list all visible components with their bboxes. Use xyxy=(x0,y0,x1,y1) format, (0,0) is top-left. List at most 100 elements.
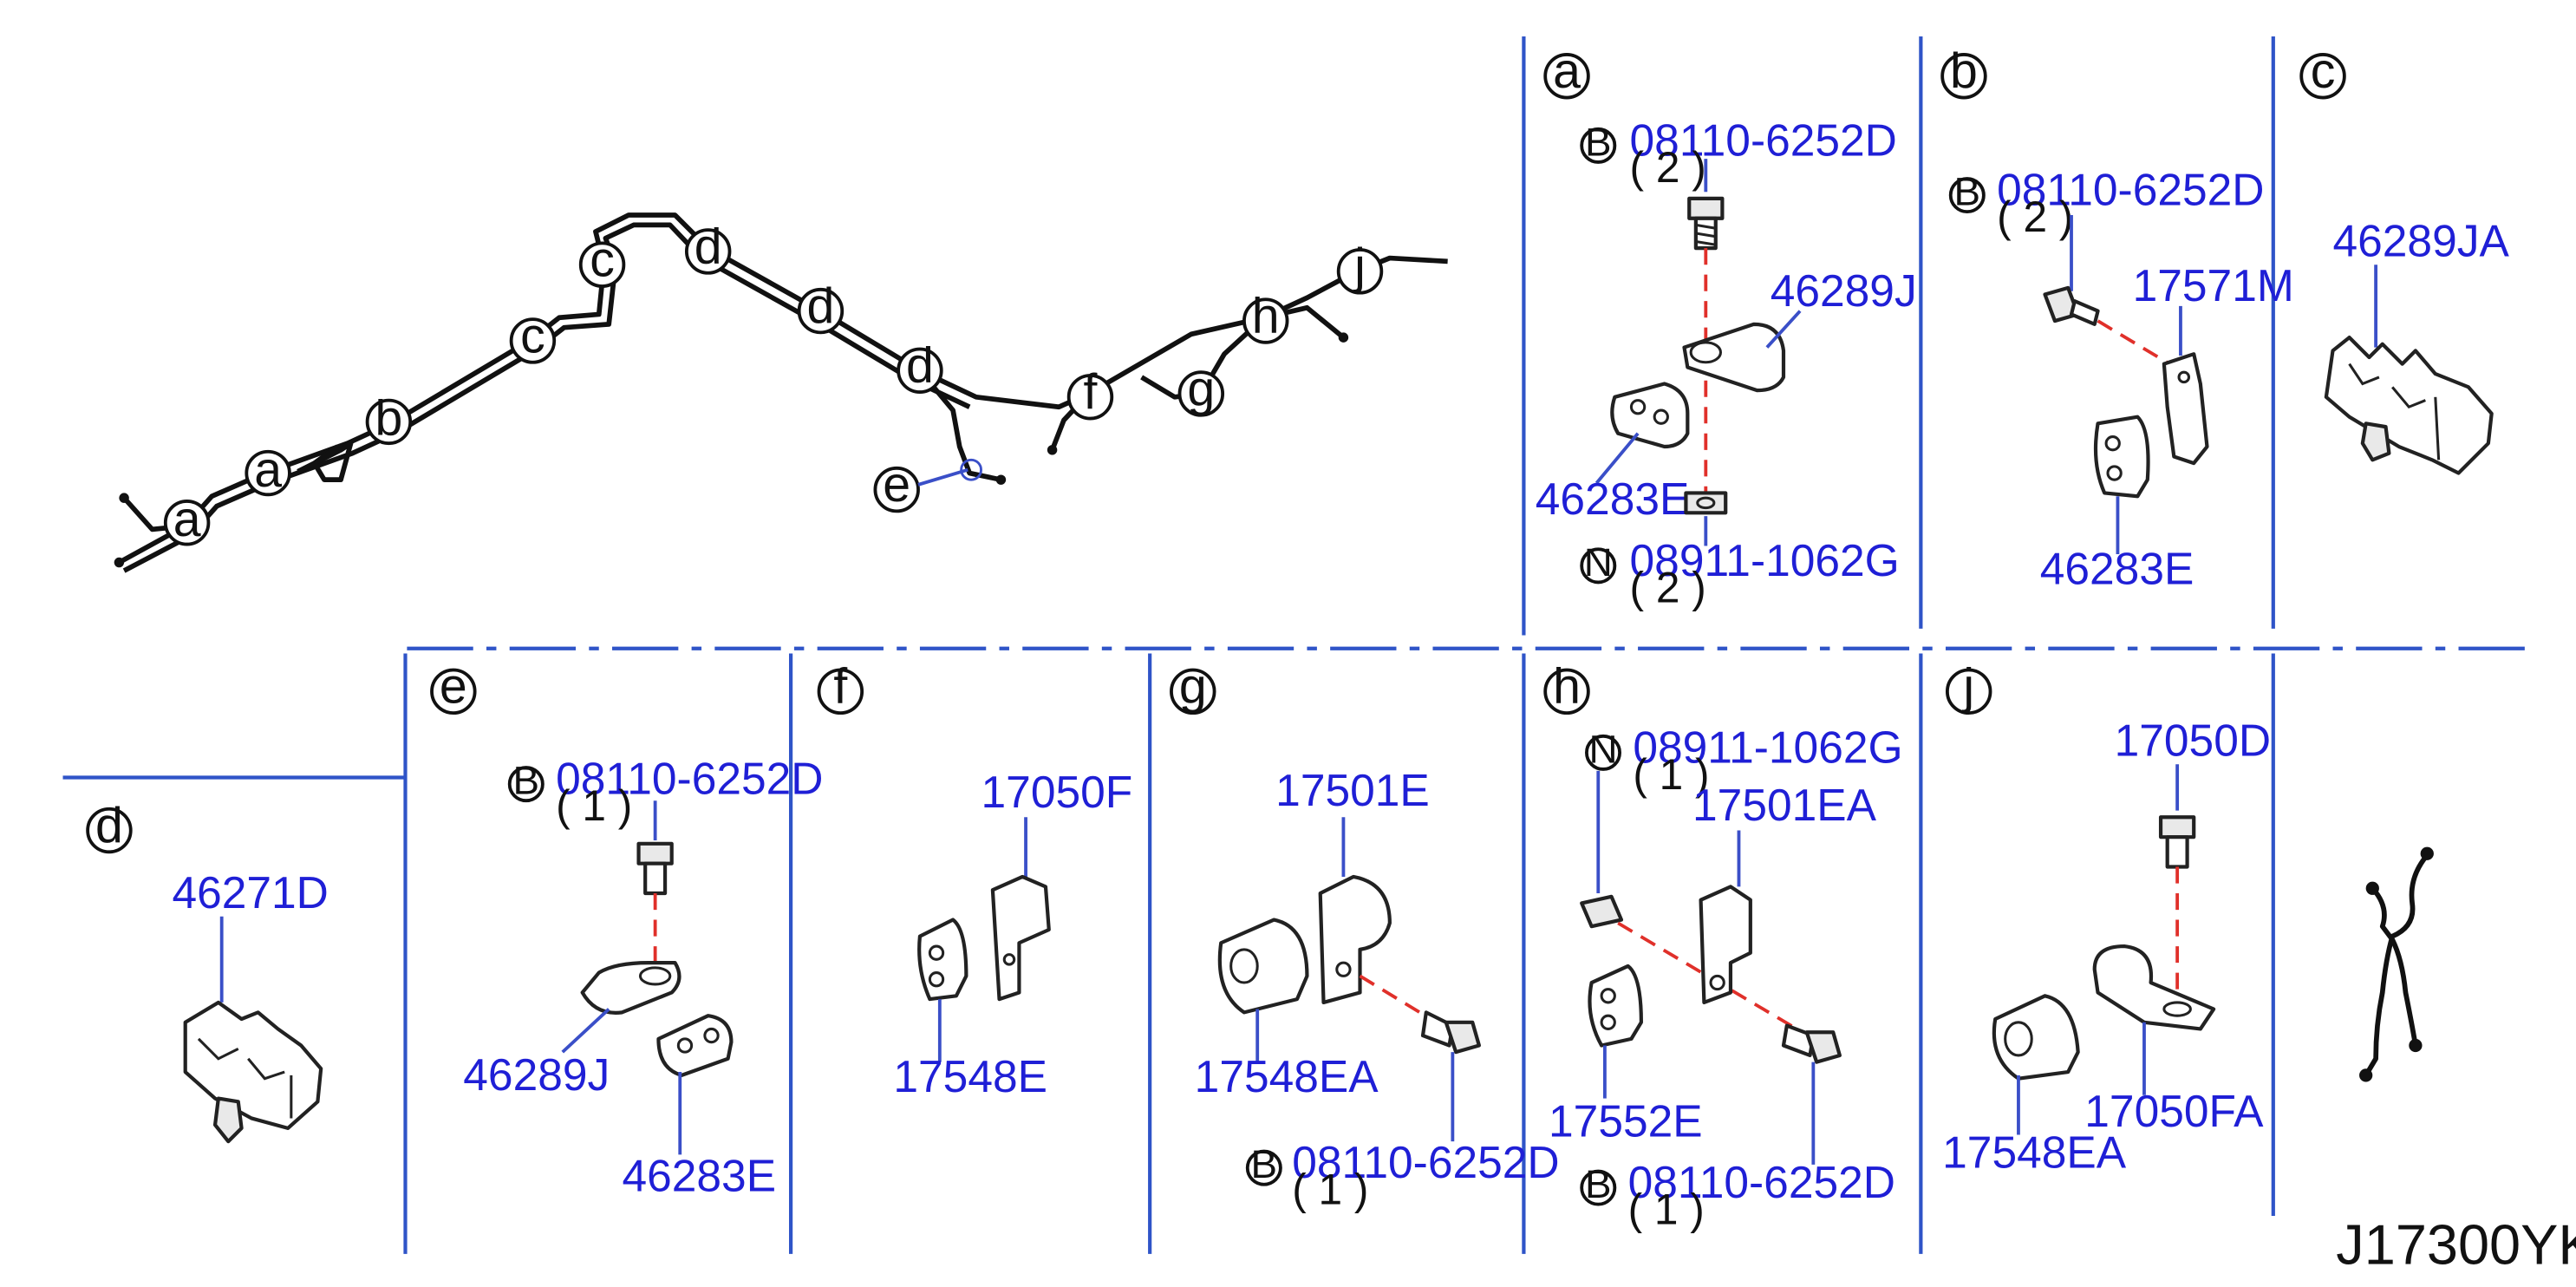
bolt-icon xyxy=(1781,1023,1842,1064)
route-callout-c1[interactable]: c xyxy=(509,308,557,364)
svg-text:d: d xyxy=(906,338,934,394)
svg-text:N: N xyxy=(1584,540,1613,585)
clip-icon xyxy=(1682,322,1786,393)
part-number-46271D[interactable]: 46271D xyxy=(172,867,328,918)
clip-icon xyxy=(183,1000,323,1144)
panel-d: d 46271D xyxy=(86,798,329,1144)
part-number-08110-6252D[interactable]: 08110-6252D xyxy=(1292,1137,1559,1187)
grommet-icon xyxy=(2093,415,2150,499)
bracket-icon xyxy=(990,874,1051,1002)
quantity-label: ( 1 ) xyxy=(1628,1186,1705,1234)
part-number-17548EA[interactable]: 17548EA xyxy=(1942,1127,2127,1178)
part-number-08911-1062G[interactable]: 08911-1062G xyxy=(1633,722,1902,772)
clip-icon xyxy=(580,961,681,1015)
svg-text:j: j xyxy=(1353,238,1366,294)
part-number-46289J[interactable]: 46289J xyxy=(1771,265,1917,316)
part-number-17548E[interactable]: 17548E xyxy=(893,1051,1047,1101)
panel-g: g 17501E 17548EA B 08110-6252D ( 1 ) xyxy=(1170,659,1560,1214)
svg-text:d: d xyxy=(95,798,123,853)
part-number-17571M[interactable]: 17571M xyxy=(2133,260,2294,310)
route-callout-d2[interactable]: d xyxy=(797,278,845,335)
grommet-icon xyxy=(1588,964,1643,1048)
panel-c-label: c xyxy=(2299,43,2346,100)
reference-code: J17300YK xyxy=(2336,1212,2576,1276)
part-number-17050D[interactable]: 17050D xyxy=(2115,715,2271,766)
svg-text:B: B xyxy=(1251,1142,1278,1186)
route-callout-c2[interactable]: c xyxy=(578,232,626,288)
panel-a-label: a xyxy=(1543,43,1590,100)
panel-h: h N 08911-1062G ( 1 ) 17501EA 17552E B 0… xyxy=(1543,659,1903,1234)
quantity-label: ( 1 ) xyxy=(1633,750,1709,799)
part-number-46283E[interactable]: 46283E xyxy=(1536,474,1690,524)
panel-e: e B 08110-6252D ( 1 ) 46289J 46283E xyxy=(430,659,823,1200)
route-callout-j[interactable]: j xyxy=(1336,238,1384,295)
part-number-17552E[interactable]: 17552E xyxy=(1549,1095,1703,1146)
panel-a: a B 08110-6252D ( 2 ) 46289J 46283E xyxy=(1536,43,1917,611)
route-callout-d1[interactable]: d xyxy=(684,219,732,275)
route-callout-g[interactable]: g xyxy=(1177,361,1225,417)
route-callout-a2[interactable]: a xyxy=(245,442,291,498)
panel-a-bolt-symbol: B xyxy=(1580,120,1617,164)
svg-text:j: j xyxy=(1961,659,1974,715)
part-number-46289J[interactable]: 46289J xyxy=(463,1049,610,1100)
panel-j-label: j xyxy=(1945,659,1992,715)
route-callout-d3[interactable]: d xyxy=(897,338,943,394)
svg-text:f: f xyxy=(833,659,847,715)
svg-text:B: B xyxy=(1954,170,1981,214)
part-number-08110-6252D[interactable]: 08110-6252D xyxy=(556,754,823,804)
route-callout-a1[interactable]: a xyxy=(163,492,211,547)
bolt-icon xyxy=(2043,285,2100,326)
panel-b-bolt-symbol: B xyxy=(1948,170,1986,214)
svg-text:b: b xyxy=(375,391,402,447)
panel-f-label: f xyxy=(817,659,864,715)
svg-text:f: f xyxy=(1084,364,1098,420)
bracket-icon xyxy=(2162,352,2209,466)
quantity-label: ( 1 ) xyxy=(1292,1166,1368,1214)
quantity-label: ( 2 ) xyxy=(1630,143,1706,192)
svg-text:b: b xyxy=(1950,43,1978,99)
svg-text:B: B xyxy=(513,759,540,803)
part-number-08110-6252D[interactable]: 08110-6252D xyxy=(1628,1157,1895,1207)
route-callout-b[interactable]: b xyxy=(365,391,413,447)
svg-text:g: g xyxy=(1187,361,1215,416)
svg-text:c: c xyxy=(520,308,545,363)
bracket-icon xyxy=(1699,885,1752,1005)
part-number-46283E[interactable]: 46283E xyxy=(622,1150,776,1200)
svg-text:d: d xyxy=(807,278,835,334)
part-number-17050FA[interactable]: 17050FA xyxy=(2084,1086,2264,1136)
quantity-label: ( 2 ) xyxy=(1630,563,1706,611)
panel-b-label: b xyxy=(1940,43,1987,100)
route-callout-e[interactable]: e xyxy=(873,457,982,513)
part-number-08110-6252D[interactable]: 08110-6252D xyxy=(1997,165,2264,215)
svg-text:B: B xyxy=(1585,120,1612,164)
panel-a-nut-symbol: N xyxy=(1580,540,1617,585)
panel-g-bolt-symbol: B xyxy=(1245,1142,1282,1186)
part-number-46283E[interactable]: 46283E xyxy=(2040,543,2194,593)
panel-j: j 17050D 17050FA 17548EA xyxy=(1942,659,2271,1178)
part-number-08110-6252D[interactable]: 08110-6252D xyxy=(1630,114,1897,165)
quantity-label: ( 2 ) xyxy=(1997,193,2073,241)
bracket-icon xyxy=(2092,944,2216,1031)
pipe-route xyxy=(114,212,1448,573)
bolt-icon xyxy=(636,841,674,896)
part-number-17548EA[interactable]: 17548EA xyxy=(1195,1051,1379,1101)
svg-text:a: a xyxy=(254,442,282,498)
svg-text:B: B xyxy=(1585,1162,1612,1206)
part-number-46289JA[interactable]: 46289JA xyxy=(2333,216,2510,266)
route-callout-h[interactable]: h xyxy=(1242,288,1289,344)
svg-text:c: c xyxy=(590,232,615,288)
part-number-17050F[interactable]: 17050F xyxy=(981,767,1133,817)
panel-d-label: d xyxy=(86,798,133,854)
grommet-icon xyxy=(1610,382,1690,449)
part-number-08911-1062G[interactable]: 08911-1062G xyxy=(1630,535,1900,585)
svg-text:g: g xyxy=(1179,659,1207,715)
part-number-17501EA[interactable]: 17501EA xyxy=(1692,780,1877,830)
route-callout-f[interactable]: f xyxy=(1066,364,1114,421)
part-number-17501E[interactable]: 17501E xyxy=(1275,765,1430,815)
panel-h-nut-symbol: N xyxy=(1585,727,1621,771)
svg-text:h: h xyxy=(1553,659,1581,715)
panel-e-label: e xyxy=(430,659,477,715)
grommet-icon xyxy=(656,1014,734,1077)
clip-icon xyxy=(2324,336,2494,475)
